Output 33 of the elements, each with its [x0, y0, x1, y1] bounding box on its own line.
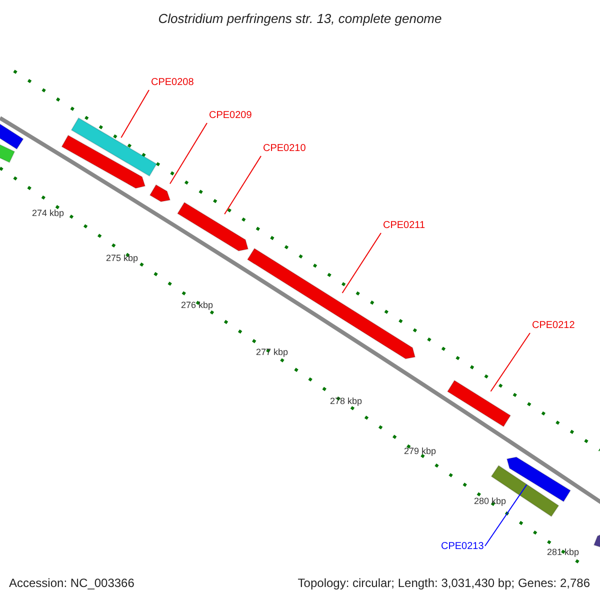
leader-line: [224, 156, 262, 215]
gene-feature-bar: [149, 184, 171, 202]
gene-feature-bar: [0, 142, 16, 164]
tick-label: 281 kbp: [546, 547, 580, 558]
leader-line: [120, 90, 150, 138]
gene-feature-bar: [506, 456, 572, 502]
tick-label: 277 kbp: [256, 347, 288, 358]
tick-label: 274 kbp: [32, 208, 64, 219]
tick-label: 276 kbp: [180, 300, 214, 311]
gene-label: CPE0212: [532, 320, 575, 332]
gene-label: CPE0210: [263, 143, 306, 155]
genome-stats-note: Topology: circular; Length: 3,031,430 bp; Genes: 2,786: [298, 575, 590, 592]
leader-line: [342, 232, 382, 294]
gene-feature-bar: [61, 134, 146, 189]
accession-note: Accession: NC_003366: [9, 575, 134, 592]
tick-label: 280 kbp: [474, 496, 506, 507]
gene-feature-bar: [246, 248, 416, 360]
leader-line: [484, 484, 528, 546]
gene-feature-bar: [0, 122, 24, 150]
gene-label: CPE0213: [441, 541, 484, 553]
tick-label: 279 kbp: [404, 446, 436, 457]
gene-feature-bar: [70, 117, 158, 177]
map-title: Clostridium perfringens str. 13, complete genome: [157, 10, 443, 28]
leader-line: [170, 122, 208, 184]
gene-feature-bar: [176, 202, 249, 252]
tick-label: 278 kbp: [330, 396, 362, 407]
gene-label: CPE0211: [383, 220, 426, 232]
gene-label: CPE0209: [209, 110, 252, 122]
tick-label: 275 kbp: [106, 253, 138, 264]
gene-feature-bar: [490, 464, 560, 518]
gene-feature-bar: [446, 380, 512, 428]
gene-label: CPE0208: [151, 77, 194, 89]
leader-line: [490, 332, 530, 392]
